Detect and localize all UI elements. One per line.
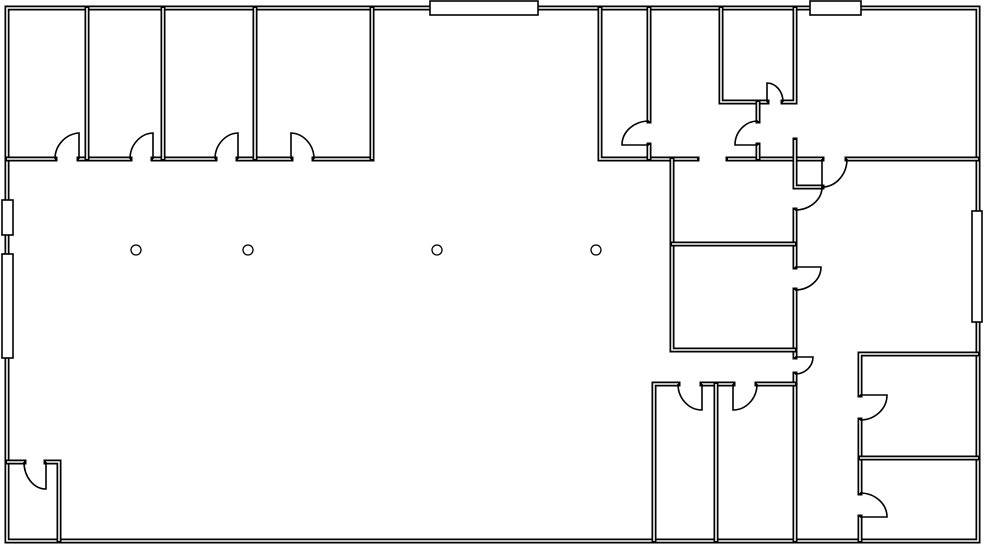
door-swing-icon [290,132,315,160]
wall [651,381,681,544]
door-swing-icon [859,394,888,421]
door-swing-icon [766,82,784,103]
window [1,199,14,236]
door-swing-icon [794,186,823,211]
door-swing-icon [732,383,758,411]
wall [718,5,770,105]
door-swing-icon [794,356,814,375]
door-swing-icon [129,132,154,160]
door-swing-icon [677,383,703,411]
window [1,253,14,359]
columns [130,244,602,256]
wall [857,351,981,398]
column [431,244,443,256]
door-swing-icon [794,266,822,291]
column [242,244,254,256]
window [429,0,539,16]
windows [1,0,983,359]
column [590,244,602,256]
window [809,0,862,16]
wall [43,459,62,544]
wall [780,5,798,105]
column [130,244,142,256]
door-swing-icon [214,132,239,160]
walls [4,5,981,544]
door-swing-icon [821,158,848,188]
wall [792,137,825,190]
doors [23,82,888,518]
door-swing-icon [621,120,650,146]
wall [4,5,981,544]
door-swing-icon [859,492,888,518]
wall [597,5,700,162]
window [971,210,983,323]
door-swing-icon [23,461,47,490]
wall [669,156,798,353]
door-swing-icon [734,120,759,146]
door-swing-icon [54,132,80,160]
